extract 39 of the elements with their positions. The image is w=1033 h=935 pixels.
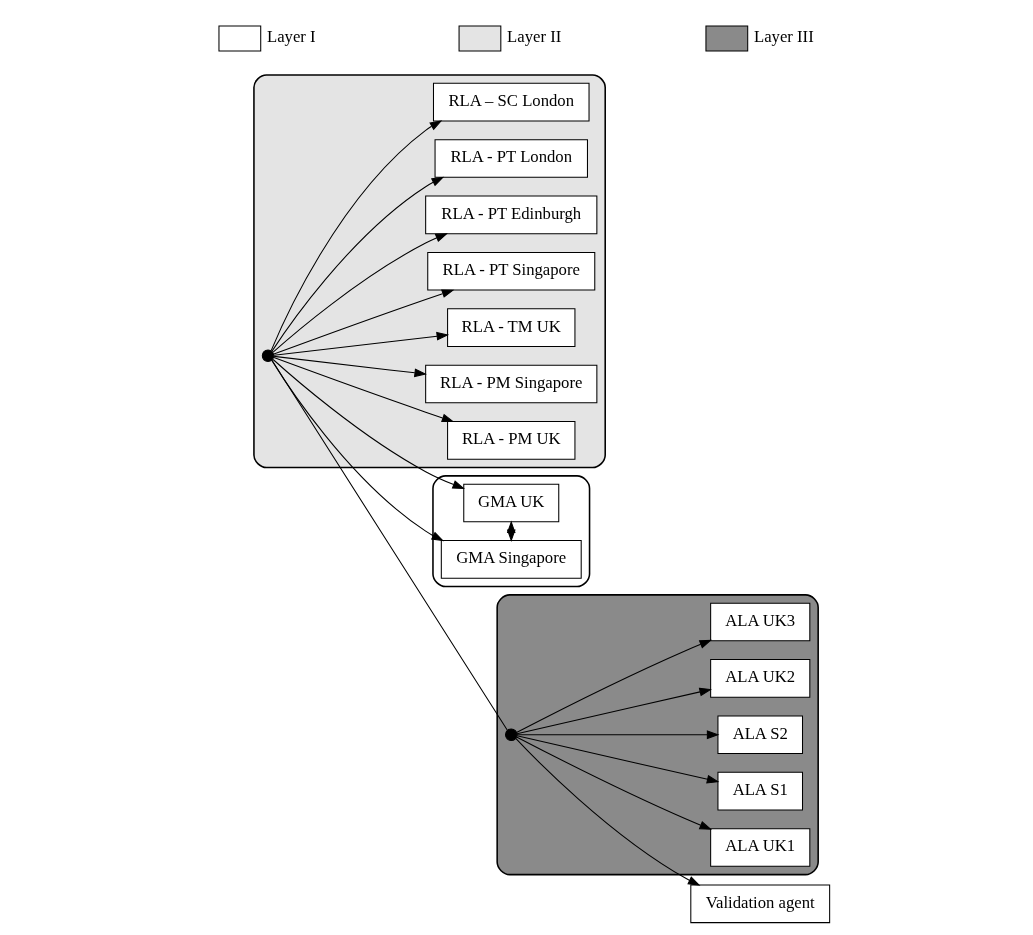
arrow (270, 176, 444, 352)
arrow (516, 730, 719, 740)
node-box: ALA S1 (716, 771, 803, 811)
arrow (272, 357, 454, 423)
node-box: RLA - PM UK (446, 421, 575, 460)
node-circle (504, 728, 517, 741)
arrow (272, 359, 465, 489)
arrow (515, 736, 712, 830)
arrow (270, 359, 444, 542)
cluster (252, 74, 606, 469)
arrow (514, 737, 700, 886)
legend-label: Layer III (753, 27, 814, 47)
node-box: ALA UK1 (709, 828, 810, 867)
node-box: RLA - PT Edinburgh (424, 195, 597, 235)
cluster (495, 594, 819, 876)
arrow (515, 639, 712, 734)
connector (270, 359, 508, 731)
arrow (272, 233, 448, 353)
node-box: RLA – SC London (432, 82, 590, 122)
arrow (506, 520, 516, 542)
arrow (272, 289, 454, 355)
arrow (516, 687, 712, 735)
arrow (273, 331, 449, 356)
node-box: ALA S2 (716, 715, 803, 755)
arrow (270, 120, 442, 352)
arrow (516, 735, 719, 784)
node-box: GMA Singapore (440, 540, 582, 579)
node-box: GMA UK (462, 483, 559, 523)
node-box: RLA - TM UK (446, 308, 575, 347)
arrow (273, 355, 427, 378)
node-box: ALA UK2 (709, 659, 810, 698)
node-circle (261, 349, 274, 363)
node-box: Validation agent (689, 884, 830, 924)
node-box: RLA - PT Singapore (426, 251, 595, 291)
legend-label: Layer I (266, 27, 316, 47)
node-box: ALA UK3 (709, 602, 810, 642)
legend-label: Layer II (506, 27, 561, 47)
node-box: RLA - PM Singapore (424, 364, 597, 404)
node-box: RLA - PT London (434, 139, 588, 178)
